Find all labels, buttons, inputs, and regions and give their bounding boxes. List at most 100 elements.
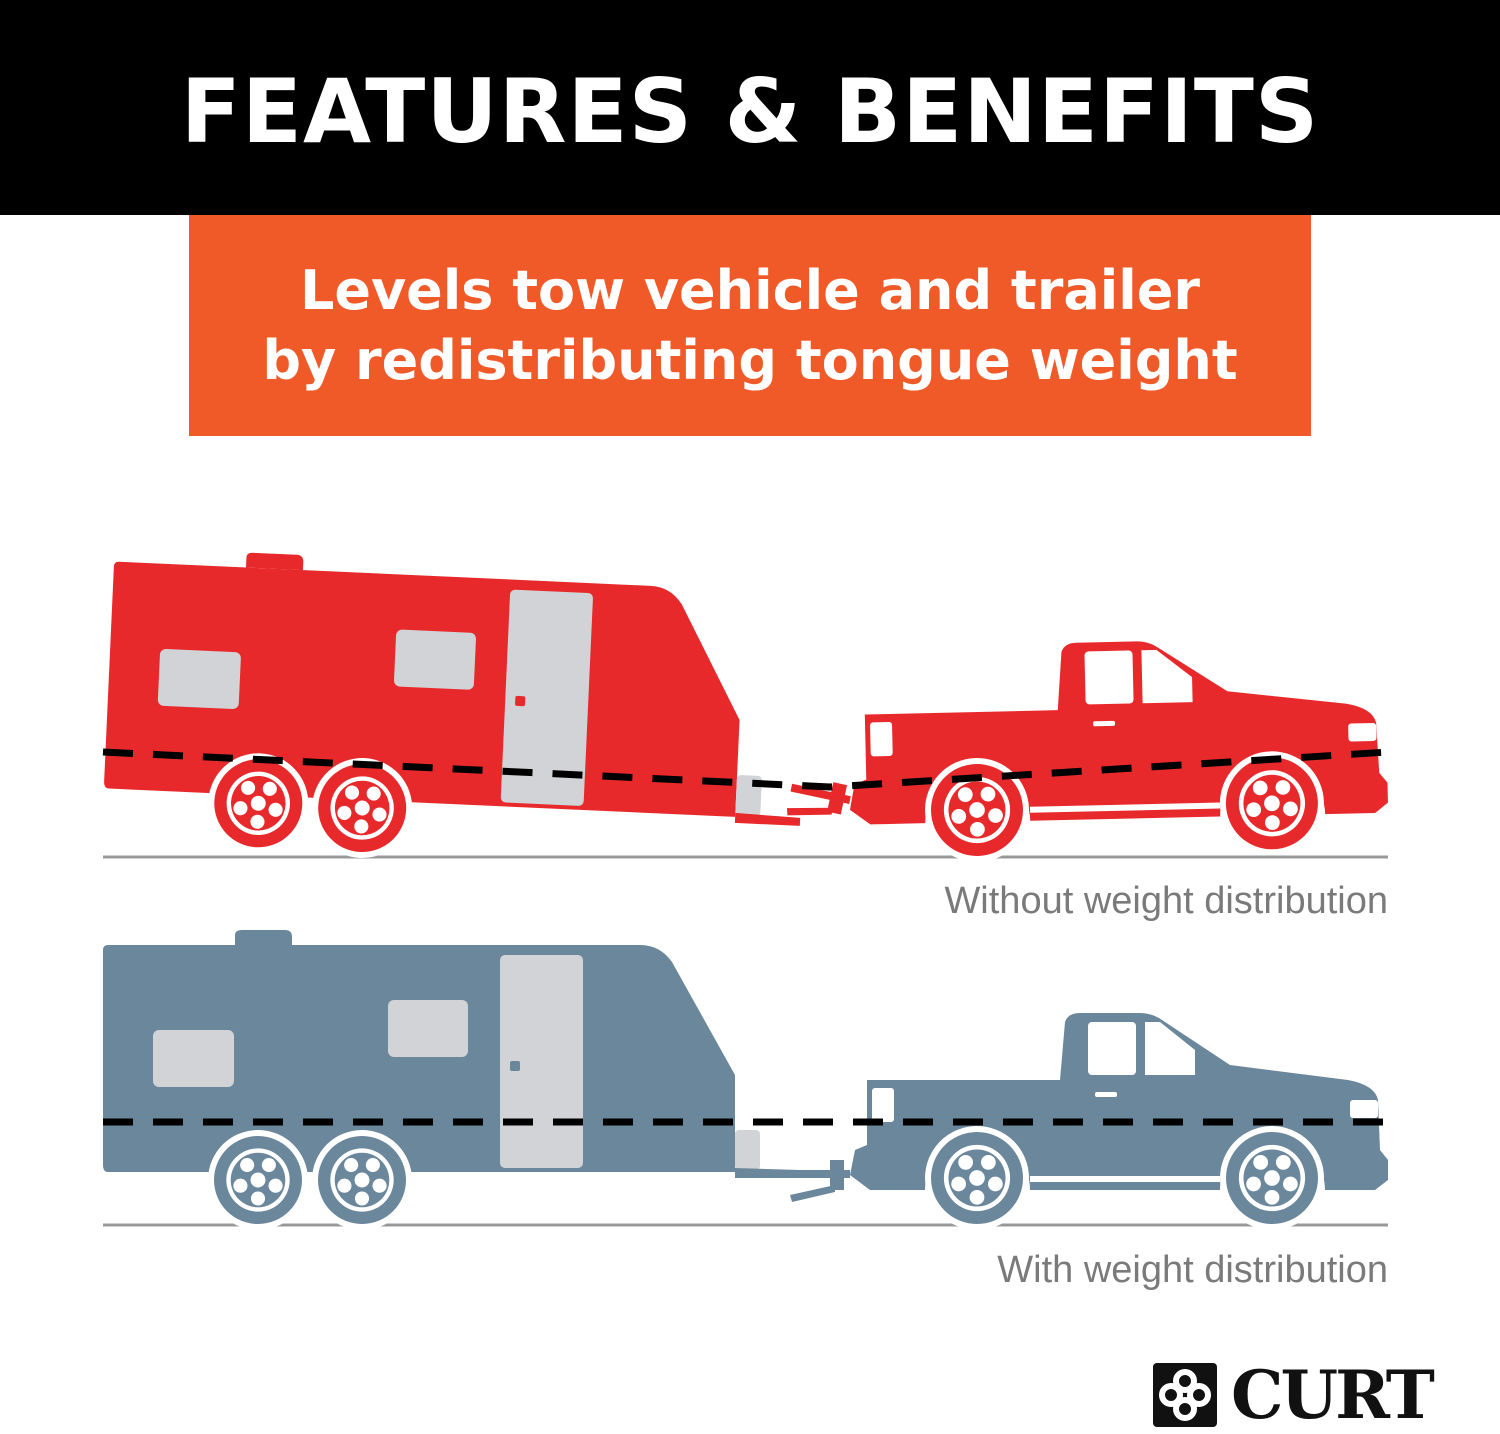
wheel-icon <box>1220 1126 1324 1230</box>
door-handle <box>515 695 526 707</box>
rim-hole <box>372 1178 387 1193</box>
rim-hole <box>337 1178 352 1193</box>
truck-group <box>850 1013 1388 1230</box>
camper-trailer <box>104 552 801 859</box>
truck-body <box>849 641 1388 825</box>
rim-hole <box>1246 1176 1261 1192</box>
rear-window <box>1084 650 1134 705</box>
hub <box>1264 795 1280 812</box>
rim-hole <box>1252 780 1268 796</box>
rim-hole <box>1265 815 1280 830</box>
trailer-group <box>103 930 800 1230</box>
rim-hole <box>1283 1176 1298 1192</box>
truck-group <box>849 641 1388 862</box>
hub <box>354 800 370 816</box>
door-handle <box>1093 720 1116 727</box>
rim-hole <box>988 808 1003 823</box>
hitch-bar <box>790 1170 850 1178</box>
rim-hole <box>365 1158 380 1173</box>
rim-hole <box>372 807 387 822</box>
pickup-truck <box>850 1013 1388 1230</box>
rim-hole <box>250 1191 266 1206</box>
rim-hole <box>1264 1189 1280 1205</box>
roof-vent <box>245 552 304 571</box>
rim-hole <box>366 786 381 801</box>
wheel-icon <box>312 1130 412 1230</box>
camper-trailer <box>103 930 800 1230</box>
running-board <box>1030 1176 1220 1182</box>
hub <box>250 1172 266 1188</box>
rim-hole <box>1275 1155 1291 1170</box>
hub <box>250 795 266 811</box>
hub <box>1264 1170 1280 1186</box>
logo-text: CURT <box>1231 1356 1435 1434</box>
rim-hole <box>957 787 973 802</box>
rim-hole <box>1246 802 1262 818</box>
rim-hole <box>250 814 265 829</box>
rim-hole <box>337 805 352 820</box>
wheel-icon <box>925 1126 1029 1230</box>
banner-line-2: by redistributing tongue weight <box>262 328 1238 392</box>
wheel-icon <box>1219 751 1324 856</box>
rim-hole <box>241 780 256 795</box>
truck-body <box>850 1013 1388 1190</box>
scene-content <box>102 552 1389 862</box>
rim-hole <box>1253 1155 1269 1170</box>
rim-hole <box>261 1158 276 1173</box>
running-board <box>1029 802 1221 813</box>
side-window <box>1141 649 1193 704</box>
rim-hole <box>233 801 248 816</box>
taillight <box>872 1088 894 1122</box>
rim-hole <box>951 1176 966 1192</box>
rim-hole <box>980 786 996 802</box>
pickup-truck <box>849 641 1388 862</box>
hub <box>969 1170 985 1186</box>
rim-hole <box>240 1158 255 1173</box>
trailer-window <box>388 1000 468 1057</box>
page-title: FEATURES & BENEFITS <box>180 60 1320 163</box>
hub <box>354 1172 370 1188</box>
wheel-icon <box>312 758 413 859</box>
rim-hole <box>1275 780 1291 795</box>
rim-hole <box>980 1155 996 1170</box>
weight-distribution-hitch <box>790 1160 850 1202</box>
trailer-window <box>153 1030 234 1087</box>
rim-hole <box>951 809 967 824</box>
rim-hole <box>958 1155 974 1170</box>
rim-hole <box>970 821 985 837</box>
tongue <box>734 812 801 826</box>
rim-hole <box>354 1191 370 1206</box>
rim-hole <box>988 1176 1003 1192</box>
spring-bar <box>786 807 834 816</box>
curt-logo: CURT <box>1153 1356 1435 1434</box>
rim-hole <box>969 1189 985 1205</box>
front-storage <box>735 1130 760 1170</box>
wheel-icon <box>925 758 1029 862</box>
rear-window <box>1088 1022 1136 1075</box>
scene-with-weight-distribution <box>103 930 1388 1230</box>
hitch-head <box>830 1160 844 1190</box>
rim-hole <box>233 1178 248 1193</box>
trailer-window <box>394 629 476 690</box>
trailer-group <box>104 552 801 859</box>
hub <box>969 802 985 818</box>
header-bar: FEATURES & BENEFITS <box>0 0 1500 215</box>
benefit-banner: Levels tow vehicle and trailer by redist… <box>189 215 1311 436</box>
headlight <box>1350 1100 1378 1118</box>
side-window <box>1145 1022 1195 1075</box>
spring-bar <box>790 1185 835 1202</box>
headlight <box>1348 722 1377 742</box>
rim-hole <box>268 1178 283 1193</box>
trailer-door <box>500 955 583 1168</box>
wheel-icon <box>208 753 309 854</box>
sag-dashed-line <box>102 748 1389 791</box>
scene-content <box>103 930 1388 1230</box>
wheel-icon <box>208 1130 308 1230</box>
hitch-group <box>790 1160 850 1202</box>
trailer-door <box>500 589 593 806</box>
rim-hole <box>1283 801 1298 817</box>
trailer-window <box>157 648 241 710</box>
roof-vent <box>235 930 292 945</box>
taillight <box>870 721 893 757</box>
